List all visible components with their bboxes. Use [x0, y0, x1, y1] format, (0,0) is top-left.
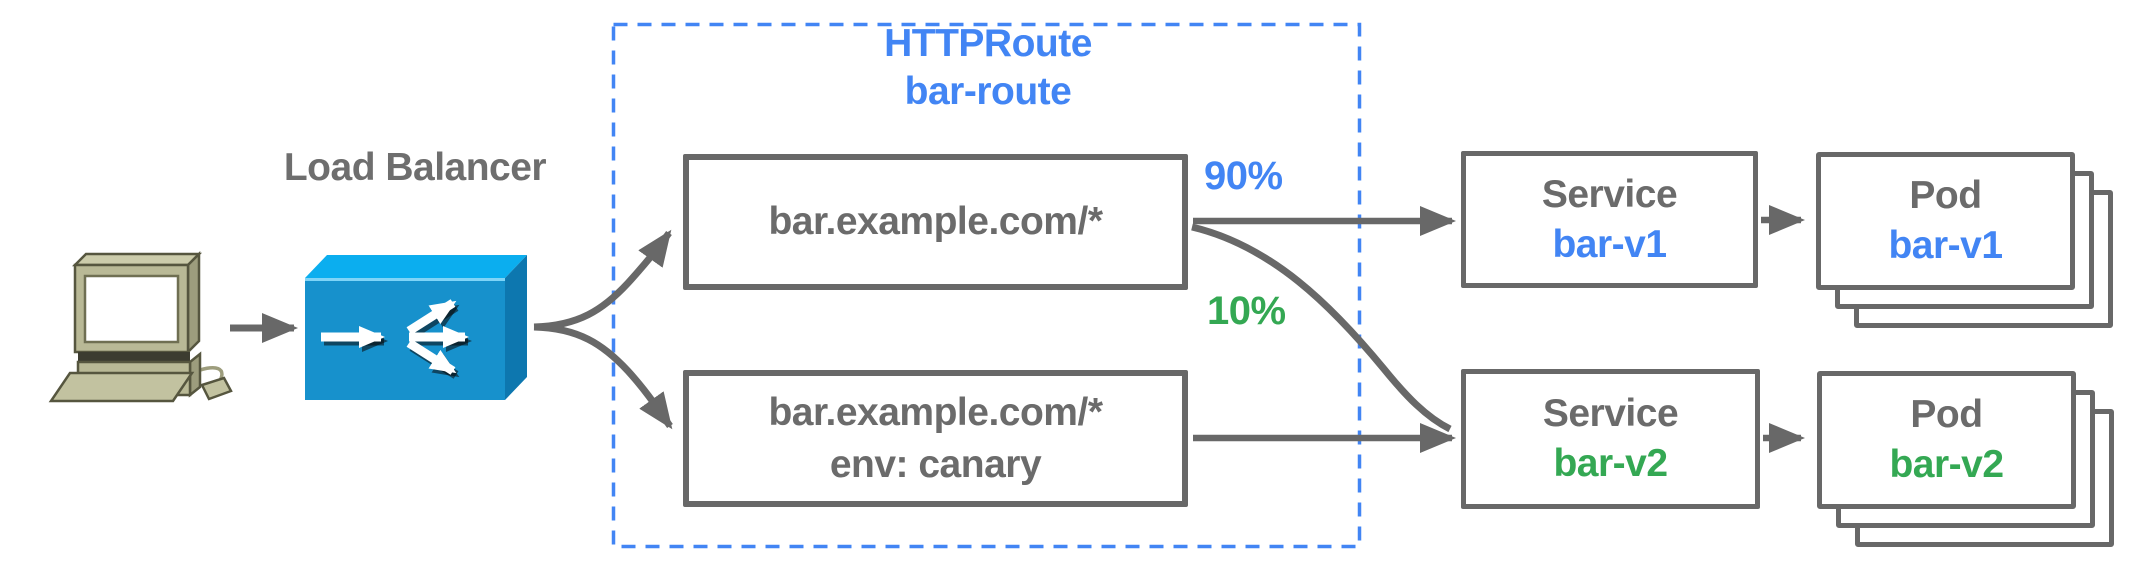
rule2-hostname: bar.example.com/* — [768, 390, 1103, 434]
pod2-kind-label: Pod — [1910, 393, 1983, 436]
httproute-title: HTTPRoute bar-route — [830, 20, 1146, 116]
pod-box-bar-v2: Pod bar-v2 — [1817, 371, 2076, 509]
pod-stack-bar-v1: Pod bar-v1 — [1816, 152, 2114, 329]
lb-to-rule2-arrow — [533, 323, 673, 430]
rule2-header-match: env: canary — [829, 442, 1042, 486]
httproute-kind-label: HTTPRoute — [884, 22, 1092, 65]
weight-label-90: 90% — [1204, 154, 1283, 198]
client-computer-icon — [48, 250, 233, 403]
rule1-to-service2-split-curve — [1191, 223, 1452, 433]
monitor-stand-strip — [78, 352, 190, 362]
rule1-hostname: bar.example.com/* — [768, 200, 1103, 243]
service1-kind-label: Service — [1541, 172, 1678, 216]
pod-box-bar-v1: Pod bar-v1 — [1816, 152, 2075, 290]
pod1-kind-label: Pod — [1909, 174, 1982, 217]
httproute-name-label: bar-route — [904, 70, 1072, 113]
pod1-name-label: bar-v1 — [1888, 224, 2003, 267]
load-balancer-label: Load Balancer — [283, 146, 547, 189]
lb-side-face — [505, 255, 527, 400]
monitor-side-face — [186, 250, 201, 356]
monitor-top-face — [71, 252, 203, 267]
mouse — [200, 376, 233, 401]
service2-kind-label: Service — [1542, 392, 1679, 435]
keyboard — [48, 371, 195, 403]
httproute-boundary — [611, 22, 1362, 549]
monitor-screen — [83, 274, 180, 344]
service1-name-label: bar-v1 — [1552, 222, 1667, 266]
pod-stack-bar-v2: Pod bar-v2 — [1817, 371, 2115, 548]
load-balancer-icon — [305, 255, 527, 400]
service-box-bar-v1: Service bar-v1 — [1461, 151, 1758, 288]
lb-traffic-arrows — [321, 299, 469, 375]
route-rule-box-1: bar.example.com/* — [683, 154, 1188, 290]
pod2-name-label: bar-v2 — [1889, 443, 2004, 486]
service2-name-label: bar-v2 — [1553, 442, 1668, 485]
lb-top-face — [305, 255, 527, 278]
lb-to-rule1-arrow — [533, 229, 672, 331]
route-rule-box-2: bar.example.com/* env: canary — [683, 370, 1188, 507]
service-box-bar-v2: Service bar-v2 — [1461, 369, 1760, 509]
weight-label-10: 10% — [1207, 289, 1286, 333]
